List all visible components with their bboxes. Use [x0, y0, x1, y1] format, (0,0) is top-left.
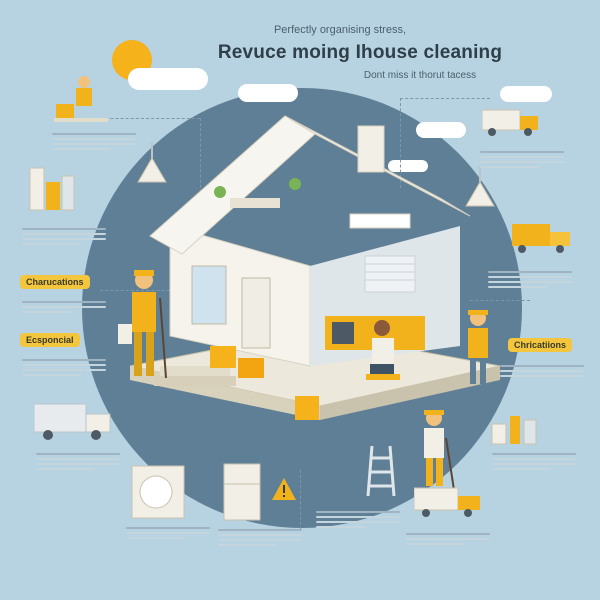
truck-icon	[482, 109, 538, 136]
worker-icon	[468, 310, 488, 384]
cloud-icon	[416, 122, 466, 138]
ladder-icon	[366, 445, 396, 497]
warning-icon	[272, 478, 296, 500]
truck-icon	[512, 224, 570, 253]
label-ecsponcial: Ecsponcial	[20, 333, 80, 347]
cloud-icon	[238, 84, 298, 102]
house-icon	[129, 115, 501, 420]
label-charucations: Charucations	[20, 275, 90, 289]
worker-icon	[424, 410, 455, 491]
text-block	[316, 508, 400, 531]
connector-line	[300, 470, 301, 530]
text-block	[22, 225, 106, 248]
connector-line	[400, 98, 490, 99]
worker-icon	[54, 76, 108, 122]
subtitle: Dont miss it thorut tacess	[363, 70, 477, 81]
text-block	[480, 148, 564, 171]
spray-bottle-icon	[29, 167, 75, 211]
connector-line	[200, 118, 201, 198]
lamp-icon	[137, 142, 167, 183]
text-block	[126, 524, 210, 542]
page-title: Revuce moing Ihouse cleaning	[217, 42, 503, 63]
cloud-icon	[128, 68, 208, 90]
connector-line	[470, 300, 530, 301]
text-block	[500, 362, 584, 380]
cloud-icon	[388, 160, 428, 172]
text-block	[22, 298, 106, 316]
text-block	[406, 530, 490, 548]
worker-icon	[118, 270, 167, 379]
truck-icon	[34, 403, 111, 440]
fridge-icon	[223, 463, 261, 521]
worker-icon	[366, 320, 400, 380]
connector-line	[100, 290, 180, 291]
pretitle: Perfectly organising stress,	[273, 24, 407, 36]
connector-line	[400, 98, 401, 188]
text-block	[52, 130, 136, 153]
text-block	[488, 268, 572, 291]
microwave-icon	[131, 465, 185, 519]
spray-bottle-icon	[491, 416, 537, 445]
text-block	[492, 450, 576, 473]
label-chricatiions: Chricatiions	[508, 338, 573, 352]
text-block	[36, 450, 120, 473]
cloud-icon	[500, 86, 552, 102]
text-block	[22, 356, 106, 379]
connector-line	[90, 118, 200, 119]
text-block	[218, 526, 302, 549]
truck-icon	[414, 487, 480, 517]
lamp-icon	[465, 166, 495, 207]
